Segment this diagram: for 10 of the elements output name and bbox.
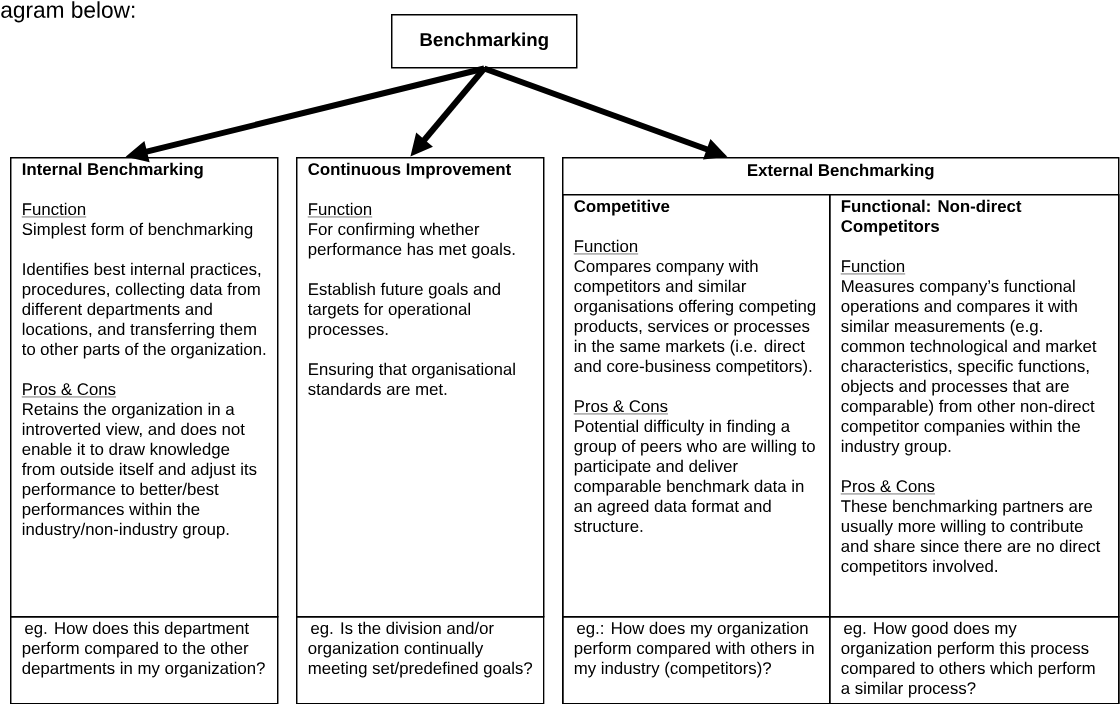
example-box: eg. How does this department perform compared to the other departments in my organization? xyxy=(10,616,279,704)
category-box: Internal Benchmarking Function Simplest form of benchmarking Identifies best internal practices, procedures, collecting data from different departments and locations, and transferring them to other parts of the organization. Pros & Cons Retains the organization in a introverted view, and does not enable it to draw knowledge from outside itself and adjust its performance to better/best performances within the industry/non-industry group. xyxy=(10,157,279,618)
category-box: Continuous Improvement Function For confirming whether performance has met goals. Establish future goals and targets for operational processes. Ensuring that organisational standards are met. xyxy=(296,157,545,618)
example-box: eg. Is the division and/or organization continually meeting set/predefined goals? xyxy=(296,616,545,704)
example-box: eg. How good does my organization perform this process compared to others which perform a similar process? xyxy=(829,616,1120,704)
title-box: Benchmarking xyxy=(391,14,578,69)
subcategory-box: Competitive Function Compares company with competitors and similar organisations offering competing products, services or processes in the same markets (i.e. direct and core-business competitors). Pros & Cons Potential difficulty in finding a group of peers who are willing to participate and deliver comparable benchmark data in an agreed data format and structure. xyxy=(562,194,831,618)
example-box: eg.: How does my organization perform compared with others in my industry (competitors)? xyxy=(562,616,831,704)
subcategory-box: Functional: Non-direct Competitors Function Measures company’s functional operations and compares it with similar measurements (e.g. common technological and market characteristics, specific functions, objects and processes that are comparable) from other non-direct competitor companies within the industry group. Pros & Cons These benchmarking partners are usually more willing to contribute and share since there are no direct competitors involved. xyxy=(829,194,1120,618)
page-text: agram below: xyxy=(1,1,135,23)
